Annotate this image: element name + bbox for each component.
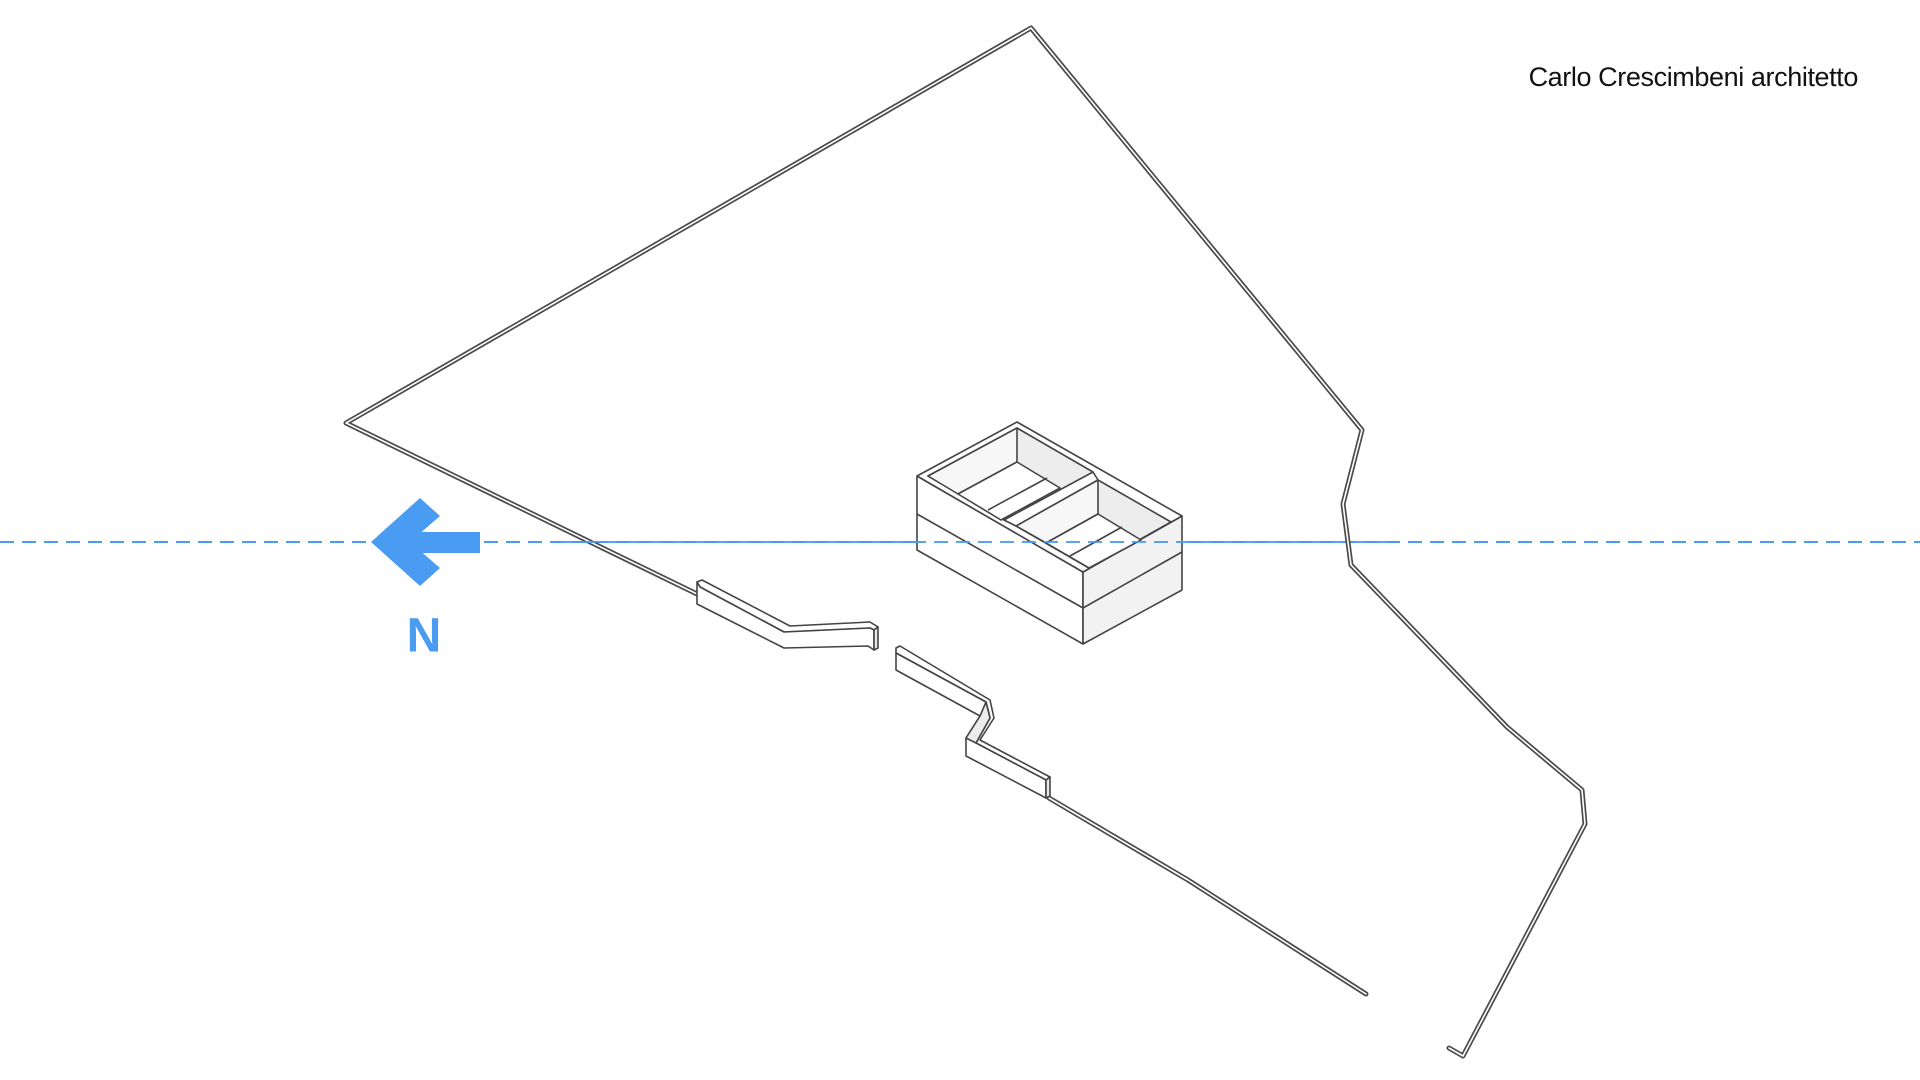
entrance-wall-right-front bbox=[895, 652, 1047, 799]
building-floor-line-side bbox=[1082, 551, 1183, 609]
courtyard-left-floor-line bbox=[987, 477, 1048, 511]
architect-credit: Carlo Crescimbeni architetto bbox=[1528, 62, 1859, 92]
entrance-wall-left-end bbox=[873, 626, 879, 651]
entrance-wall-right-end bbox=[1045, 776, 1051, 799]
building-volume bbox=[916, 421, 1183, 645]
entrance-wall-left bbox=[696, 579, 879, 651]
building-divider-wall bbox=[1003, 519, 1017, 527]
building-floor-line-front bbox=[916, 513, 1084, 609]
north-arrow-shaft-icon bbox=[400, 532, 480, 553]
courtyard-left-floor-slot bbox=[957, 461, 1061, 521]
entrance-wall-right-jog-shade bbox=[965, 701, 991, 744]
site-boundary-inner bbox=[345, 27, 1586, 1057]
site-boundary-south bbox=[1046, 795, 1369, 997]
north-label: N bbox=[406, 609, 442, 663]
site-boundary-south-inner bbox=[1048, 797, 1367, 995]
north-arrow-icon bbox=[371, 498, 480, 586]
entrance-wall-right bbox=[895, 645, 1051, 799]
site-boundary bbox=[343, 25, 1588, 1059]
building-divider-wall-top bbox=[1092, 471, 1099, 481]
